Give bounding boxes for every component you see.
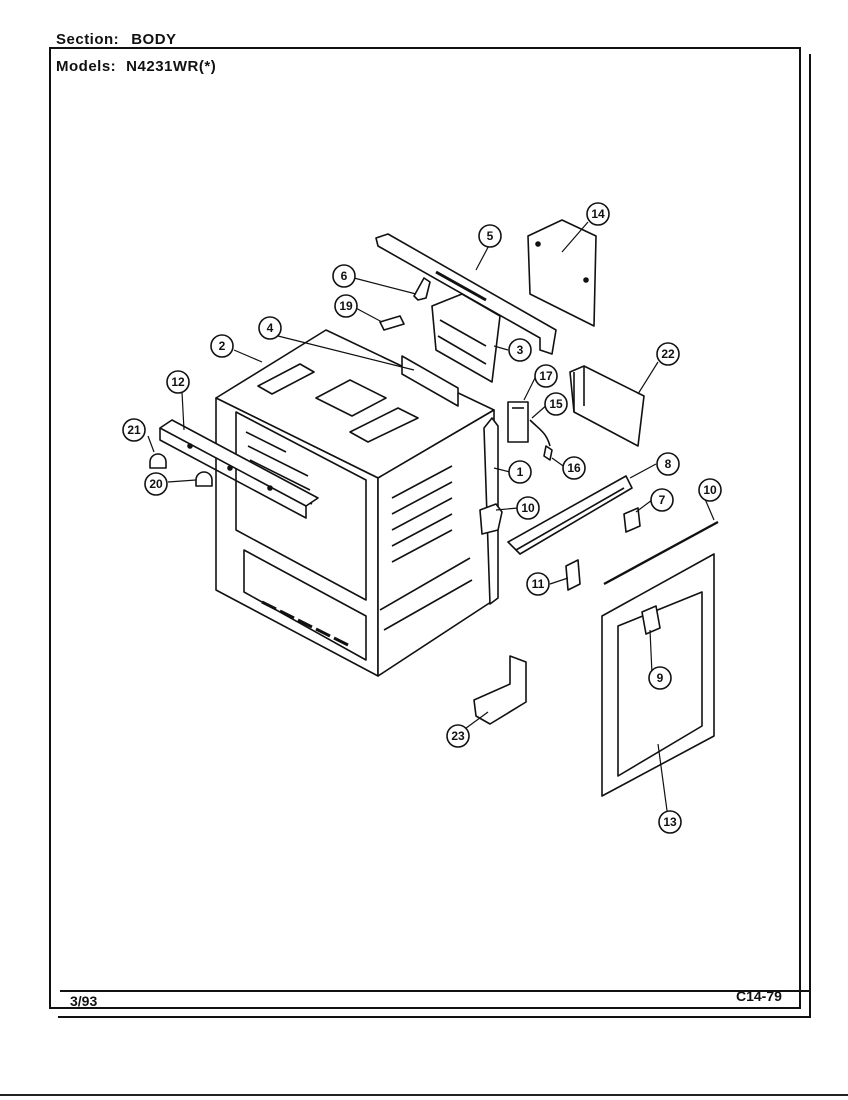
callout-17: 17 xyxy=(534,364,558,388)
clip-part xyxy=(413,277,431,301)
page-bottom-rule xyxy=(0,1094,848,1096)
callout-22: 22 xyxy=(656,342,680,366)
section-value: BODY xyxy=(131,31,177,48)
switch-part xyxy=(507,401,529,443)
small-piece-part xyxy=(379,315,405,331)
callout-11: 11 xyxy=(526,572,550,596)
connector-part xyxy=(543,445,553,461)
callout-2: 2 xyxy=(210,334,234,358)
drawing-frame-shadow xyxy=(58,54,811,1018)
svg-text:10: 10 xyxy=(521,501,535,515)
knob-part-21 xyxy=(149,453,167,469)
svg-text:20: 20 xyxy=(149,477,163,491)
callout-4: 4 xyxy=(258,316,282,340)
back-plate-part xyxy=(527,219,597,327)
svg-text:5: 5 xyxy=(487,229,494,243)
oven-body-part xyxy=(215,329,495,677)
callout-1: 1 xyxy=(508,460,532,484)
back-panel-part xyxy=(375,233,557,355)
svg-text:4: 4 xyxy=(267,321,274,335)
svg-text:13: 13 xyxy=(663,815,677,829)
callout-13: 13 xyxy=(658,810,682,834)
models-heading: Models: N4231WR(*) xyxy=(56,58,216,75)
knob-part-20 xyxy=(195,471,213,487)
svg-text:14: 14 xyxy=(591,207,605,221)
svg-text:11: 11 xyxy=(532,577,545,591)
callout-19: 19 xyxy=(334,294,358,318)
svg-text:1: 1 xyxy=(517,465,524,479)
callout-16: 16 xyxy=(562,456,586,480)
svg-text:8: 8 xyxy=(665,457,672,471)
section-label: Section: xyxy=(56,31,120,48)
small-plate-part xyxy=(623,507,641,533)
box-part xyxy=(569,365,645,447)
callout-15: 15 xyxy=(544,392,568,416)
callout-21: 21 xyxy=(122,418,146,442)
drawing-frame xyxy=(49,47,801,1009)
svg-text:16: 16 xyxy=(567,461,581,475)
front-bracket-part xyxy=(159,419,319,507)
svg-text:15: 15 xyxy=(549,397,563,411)
svg-text:12: 12 xyxy=(171,375,185,389)
svg-text:23: 23 xyxy=(451,729,465,743)
duct-part xyxy=(431,293,501,383)
revision-date: 3/93 xyxy=(70,993,98,1009)
svg-text:9: 9 xyxy=(657,671,664,685)
hinge-bracket-part xyxy=(479,503,503,535)
svg-text:2: 2 xyxy=(219,339,226,353)
svg-text:7: 7 xyxy=(659,493,666,507)
latch-part xyxy=(641,605,661,635)
callout-20: 20 xyxy=(144,472,168,496)
callout-23: 23 xyxy=(446,724,470,748)
lower-bracket-part xyxy=(473,655,527,725)
section-heading: Section: BODY xyxy=(56,31,177,48)
page-code: C14-79 xyxy=(736,988,782,1004)
callout-5: 5 xyxy=(478,224,502,248)
svg-text:3: 3 xyxy=(517,343,524,357)
footer-rule xyxy=(60,990,810,992)
callout-12: 12 xyxy=(166,370,190,394)
svg-text:10: 10 xyxy=(703,483,717,497)
callout-9: 9 xyxy=(648,666,672,690)
wire-part xyxy=(529,419,551,447)
callout-7: 7 xyxy=(650,488,674,512)
callout-10-left: 10 xyxy=(516,496,540,520)
models-value: N4231WR(*) xyxy=(126,58,217,75)
rail-part xyxy=(507,475,633,555)
svg-text:22: 22 xyxy=(661,347,675,361)
models-label: Models: xyxy=(56,58,117,75)
svg-text:21: 21 xyxy=(127,423,141,437)
callout-6: 6 xyxy=(332,264,356,288)
callout-8: 8 xyxy=(656,452,680,476)
svg-text:6: 6 xyxy=(341,269,348,283)
rod-part xyxy=(603,520,719,586)
callout-14: 14 xyxy=(586,202,610,226)
tab-part xyxy=(565,559,581,591)
channel-part xyxy=(401,355,459,407)
callout-3: 3 xyxy=(508,338,532,362)
svg-text:17: 17 xyxy=(539,369,553,383)
callout-10-right: 10 xyxy=(698,478,722,502)
svg-text:19: 19 xyxy=(339,299,353,313)
